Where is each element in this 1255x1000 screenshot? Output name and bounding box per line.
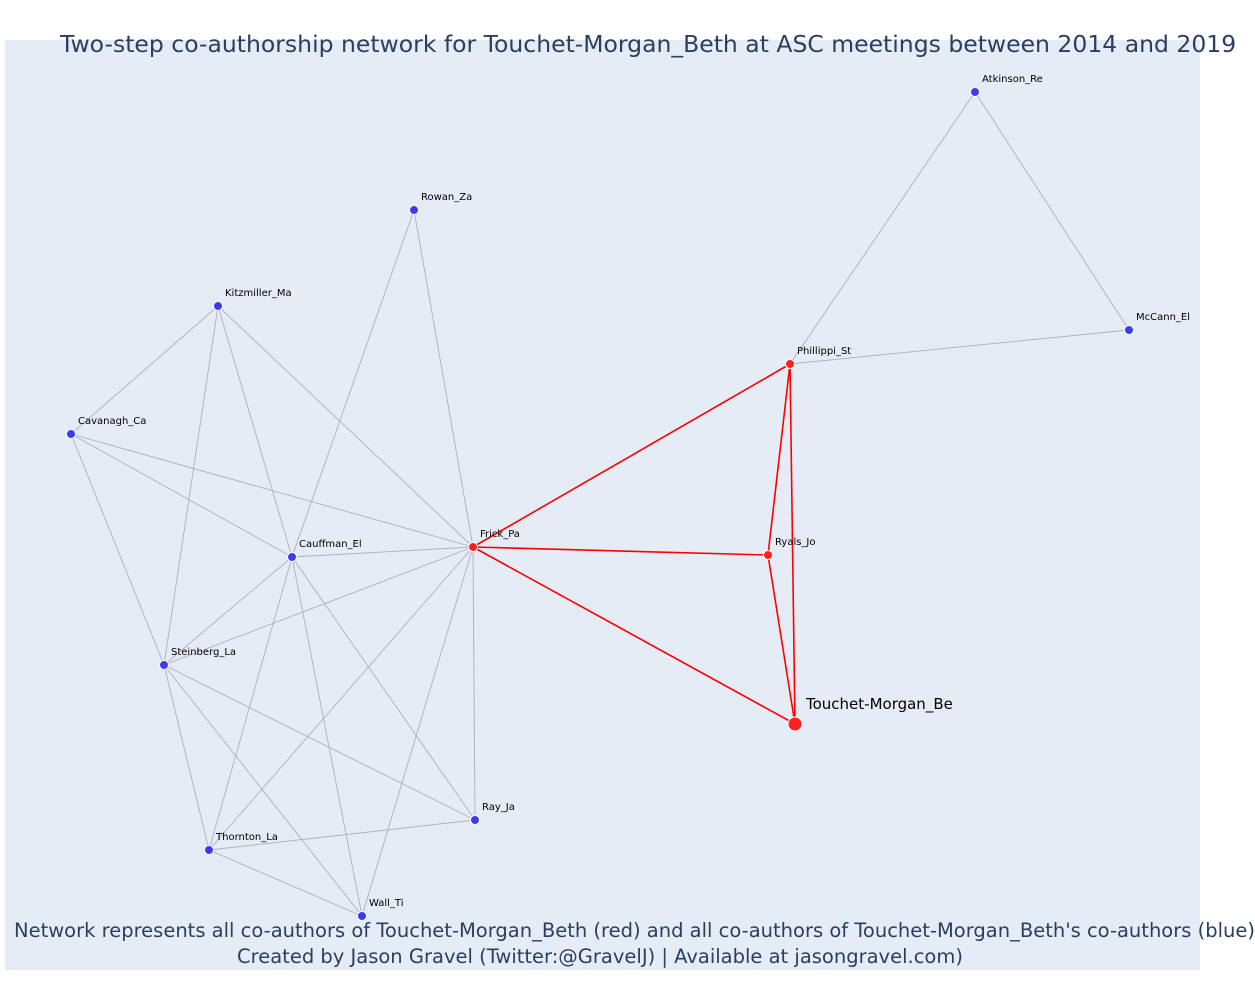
node-label-Ryals_Jo: Ryals_Jo <box>775 537 816 548</box>
node-Kitzmiller_Ma[interactable] <box>213 301 223 311</box>
node-label-Touchet-Morgan_Be: Touchet-Morgan_Be <box>805 695 953 714</box>
node-McCann_El[interactable] <box>1124 325 1134 335</box>
edge-Cauffman_El-Steinberg_La <box>163 556 293 666</box>
node-label-Cavanagh_Ca: Cavanagh_Ca <box>78 416 146 427</box>
node-Ray_Ja[interactable] <box>470 815 480 825</box>
edge-Cavanagh_Ca-Steinberg_La <box>70 433 165 666</box>
edge-Touchet-Morgan_Be-Frick_Pa <box>472 546 796 725</box>
edge-Cauffman_El-Ray_Ja <box>291 556 476 821</box>
node-Steinberg_La[interactable] <box>159 660 169 670</box>
plot-area <box>5 40 1200 970</box>
network-figure: Two-step co-authorship network for Touch… <box>0 30 1255 970</box>
node-Rowan_Za[interactable] <box>409 205 419 215</box>
edge-Rowan_Za-Cauffman_El <box>291 209 415 558</box>
edge-Frick_Pa-Ray_Ja <box>472 546 476 821</box>
edge-Frick_Pa-Wall_Ti <box>361 546 474 917</box>
edge-Kitzmiller_Ma-Cavanagh_Ca <box>70 305 219 435</box>
edge-Touchet-Morgan_Be-Phillippi_St <box>789 363 796 725</box>
edge-Atkinson_Re-McCann_El <box>974 91 1130 331</box>
edge-Frick_Pa-Steinberg_La <box>163 546 474 666</box>
edge-Kitzmiller_Ma-Cauffman_El <box>217 305 293 558</box>
node-label-Cauffman_El: Cauffman_El <box>299 539 362 550</box>
edge-Phillippi_St-McCann_El <box>789 329 1130 365</box>
edge-Cavanagh_Ca-Cauffman_El <box>70 433 293 558</box>
node-Thornton_La[interactable] <box>204 845 214 855</box>
node-label-Ray_Ja: Ray_Ja <box>482 802 515 813</box>
edge-Frick_Pa-Phillippi_St <box>472 363 791 548</box>
edge-Steinberg_La-Wall_Ti <box>163 664 363 917</box>
node-Atkinson_Re[interactable] <box>970 87 980 97</box>
caption-line-2: Created by Jason Gravel (Twitter:@Gravel… <box>237 945 963 968</box>
caption-line-1: Network represents all co-authors of Tou… <box>14 919 1255 942</box>
node-label-Atkinson_Re: Atkinson_Re <box>982 74 1043 85</box>
node-label-Frick_Pa: Frick_Pa <box>480 529 520 540</box>
chart-title: Two-step co-authorship network for Touch… <box>60 30 1237 58</box>
edge-Frick_Pa-Rowan_Za <box>413 209 474 548</box>
edge-Thornton_La-Wall_Ti <box>208 849 363 917</box>
node-label-Kitzmiller_Ma: Kitzmiller_Ma <box>225 288 292 299</box>
edge-Frick_Pa-Thornton_La <box>208 546 474 851</box>
edge-Steinberg_La-Ray_Ja <box>163 664 476 821</box>
edge-Touchet-Morgan_Be-Ryals_Jo <box>767 554 796 725</box>
edge-Cauffman_El-Thornton_La <box>208 556 293 851</box>
edge-Frick_Pa-Kitzmiller_Ma <box>217 305 474 548</box>
node-Ryals_Jo[interactable] <box>763 550 773 560</box>
edge-Thornton_La-Ray_Ja <box>208 819 476 851</box>
edge-Frick_Pa-Cauffman_El <box>291 546 474 558</box>
edges-layer <box>70 91 1130 917</box>
node-label-Wall_Ti: Wall_Ti <box>369 898 404 909</box>
edge-Phillippi_St-Atkinson_Re <box>789 91 976 365</box>
nodes-layer <box>66 87 1134 921</box>
caption: Network represents all co-authors of Tou… <box>0 918 1255 970</box>
node-Wall_Ti[interactable] <box>357 911 367 921</box>
node-label-Steinberg_La: Steinberg_La <box>171 647 236 658</box>
node-Cauffman_El[interactable] <box>287 552 297 562</box>
edge-Ryals_Jo-Phillippi_St <box>767 363 791 556</box>
node-label-Phillippi_St: Phillippi_St <box>797 346 851 357</box>
node-label-McCann_El: McCann_El <box>1136 312 1190 323</box>
node-Phillippi_St[interactable] <box>785 359 795 369</box>
edge-Frick_Pa-Ryals_Jo <box>472 546 769 556</box>
node-Frick_Pa[interactable] <box>468 542 478 552</box>
edge-Steinberg_La-Thornton_La <box>163 664 210 851</box>
edge-Cauffman_El-Wall_Ti <box>291 556 363 917</box>
node-Cavanagh_Ca[interactable] <box>66 429 76 439</box>
edge-Kitzmiller_Ma-Steinberg_La <box>163 305 219 666</box>
node-label-Thornton_La: Thornton_La <box>215 832 278 843</box>
node-label-Rowan_Za: Rowan_Za <box>421 192 472 203</box>
node-Touchet-Morgan_Be[interactable] <box>787 716 803 732</box>
